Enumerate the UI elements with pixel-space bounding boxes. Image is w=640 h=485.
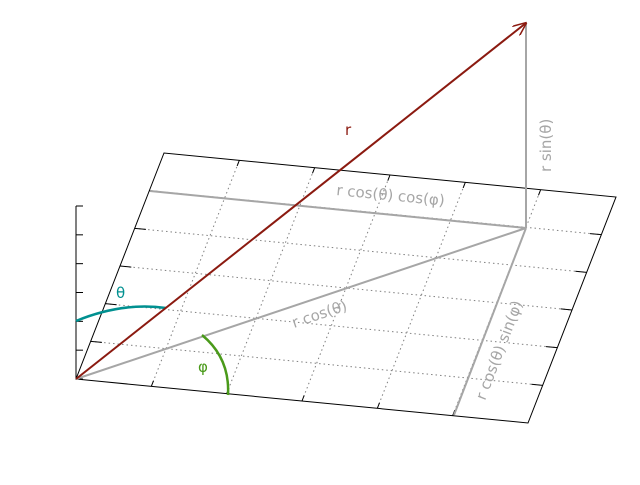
label-r-sin-theta: r sin(θ): [537, 119, 555, 172]
projection-cos-phi: [149, 190, 527, 229]
label-r-cos-theta: r cos(θ): [290, 297, 350, 332]
projection-lines: [75, 23, 527, 416]
grid-line: [134, 227, 587, 273]
tick-mark: [387, 174, 391, 181]
label-theta: θ: [116, 284, 125, 302]
tick-mark: [575, 270, 587, 273]
tick-mark: [236, 160, 240, 167]
tick-mark: [538, 189, 542, 196]
label-phi: φ: [198, 358, 208, 376]
z-axis-ticks: [76, 205, 83, 380]
tick-mark: [560, 308, 573, 311]
tick-mark: [531, 383, 543, 386]
tick-mark: [301, 395, 305, 402]
plane-ticks: [90, 160, 602, 416]
vector-r: [75, 23, 526, 380]
theta-arc: [75, 305, 167, 323]
grid-line: [150, 160, 240, 387]
label-r-cos-theta-sin-phi: r cos(θ) sin(φ): [472, 298, 526, 402]
phi-arc: [201, 334, 230, 396]
tick-mark: [134, 227, 147, 230]
tick-mark: [90, 340, 103, 343]
tick-mark: [312, 167, 316, 174]
tick-mark: [545, 346, 558, 349]
tick-mark: [119, 265, 132, 268]
label-r: r: [345, 121, 352, 139]
tick-mark: [376, 402, 380, 409]
tick-mark: [589, 233, 602, 236]
tick-mark: [150, 380, 154, 387]
tick-mark: [105, 303, 117, 306]
tick-mark: [462, 182, 466, 189]
projection-sin-phi: [453, 227, 527, 416]
projection-r-cos-theta: [75, 227, 527, 380]
label-r-cos-theta-cos-phi: r cos(θ) cos(φ): [336, 181, 446, 210]
